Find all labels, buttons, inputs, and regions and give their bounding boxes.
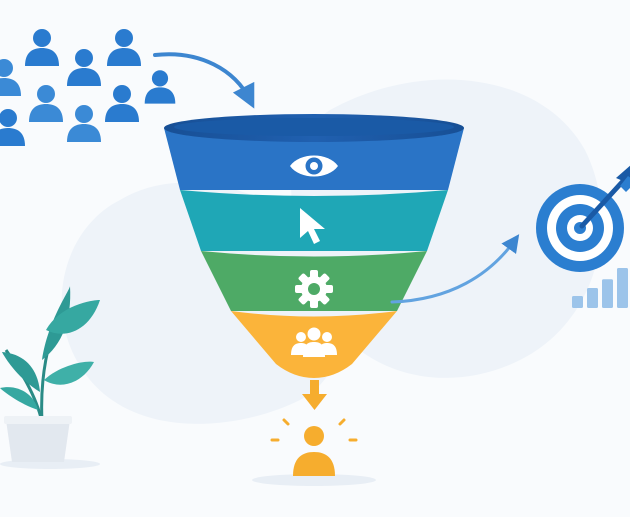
funnel-to-target-arrow [390, 234, 520, 304]
person-icon [144, 70, 176, 104]
target-dart-icon [579, 165, 630, 229]
crowd-to-funnel-arrow [153, 52, 255, 109]
person-icon [107, 29, 141, 66]
growth-bar [617, 268, 628, 308]
growth-bar [572, 296, 583, 308]
person-icon [0, 109, 25, 146]
funnel-output-arrow [302, 380, 327, 410]
person-icon [105, 85, 139, 122]
cursor-icon [300, 208, 325, 244]
plant-leaf [0, 387, 38, 410]
person-icon [29, 85, 63, 122]
sparkle-lines [270, 418, 358, 442]
growth-bar-chart-icon [572, 268, 628, 308]
customer-icon [293, 426, 335, 476]
person-icon [67, 49, 101, 86]
ground-shadow-funnel [252, 474, 376, 486]
person-icon [25, 29, 59, 66]
plant-pot-rim [4, 416, 72, 424]
person-icon [0, 59, 21, 96]
person-icon [67, 105, 101, 142]
growth-bar [587, 288, 598, 308]
audience-crowd [0, 29, 176, 146]
plant-leaf [2, 352, 40, 392]
plant-icon [0, 286, 100, 462]
plant-leaf [46, 300, 100, 334]
growth-bar [602, 279, 613, 308]
eye-icon [290, 155, 338, 177]
funnel [164, 114, 464, 378]
plant-leaf [44, 361, 94, 385]
gear-icon [295, 270, 333, 308]
people-icon [291, 327, 337, 357]
plant-pot [6, 420, 70, 462]
funnel-rim-highlight [174, 118, 454, 136]
